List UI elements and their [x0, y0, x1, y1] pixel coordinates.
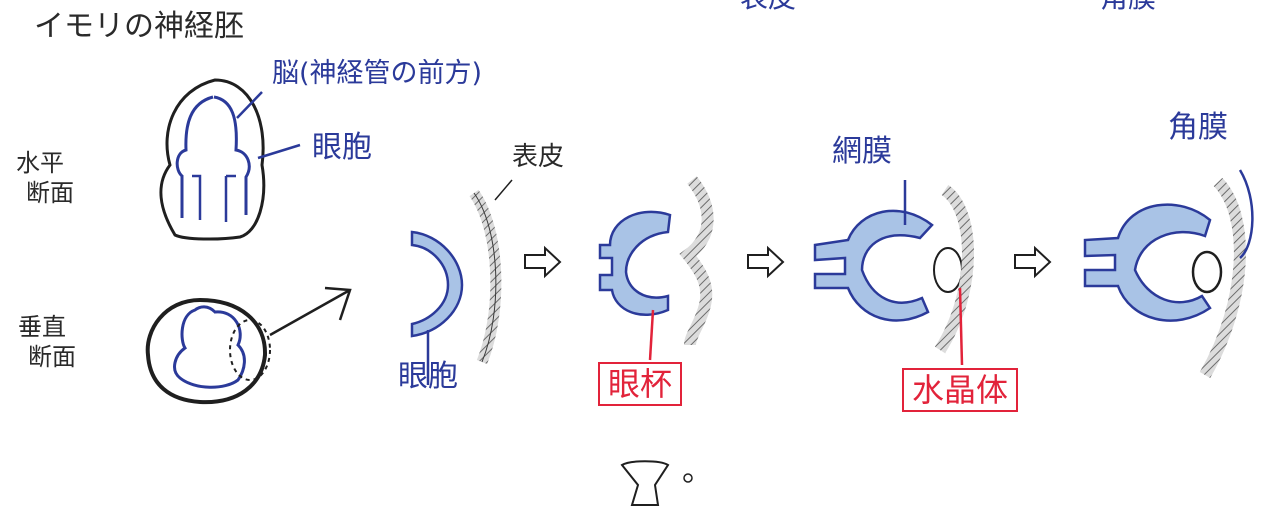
optic-vesicle-label-bottom: 眼胞 [398, 359, 458, 394]
vertical-section-embryo [145, 286, 352, 405]
optic-cup-label: 眼杯 [598, 362, 683, 406]
epidermis-label: 表皮 [512, 142, 565, 172]
cornea-label: 角膜 [1168, 110, 1228, 145]
top-cut-label-right: 角膜 [1100, 0, 1156, 12]
top-cut-label-left: 表皮 [740, 0, 796, 12]
stage3-retina-lens [813, 180, 974, 366]
lens-label: 水晶体 [902, 368, 1019, 412]
arrow-3-icon [1014, 245, 1052, 279]
brain-label: 脳(神経管の前方) [272, 58, 483, 89]
stage4-cornea [1083, 169, 1254, 378]
horizontal-section-embryo [159, 78, 301, 241]
optic-vesicle-label-top: 眼胞 [312, 130, 372, 165]
arrow-1-icon [524, 245, 562, 279]
stage2-optic-cup [598, 176, 714, 506]
cup-sketch-icon [620, 460, 670, 506]
stage1-optic-vesicle [410, 179, 513, 385]
diagram-title: イモリの神経胚 [34, 9, 244, 44]
horizontal-section-label: 水平 断面 [16, 149, 74, 207]
retina-label: 網膜 [832, 134, 892, 169]
vertical-section-label: 垂直 断面 [18, 313, 76, 371]
arrow-2-icon [747, 245, 785, 279]
